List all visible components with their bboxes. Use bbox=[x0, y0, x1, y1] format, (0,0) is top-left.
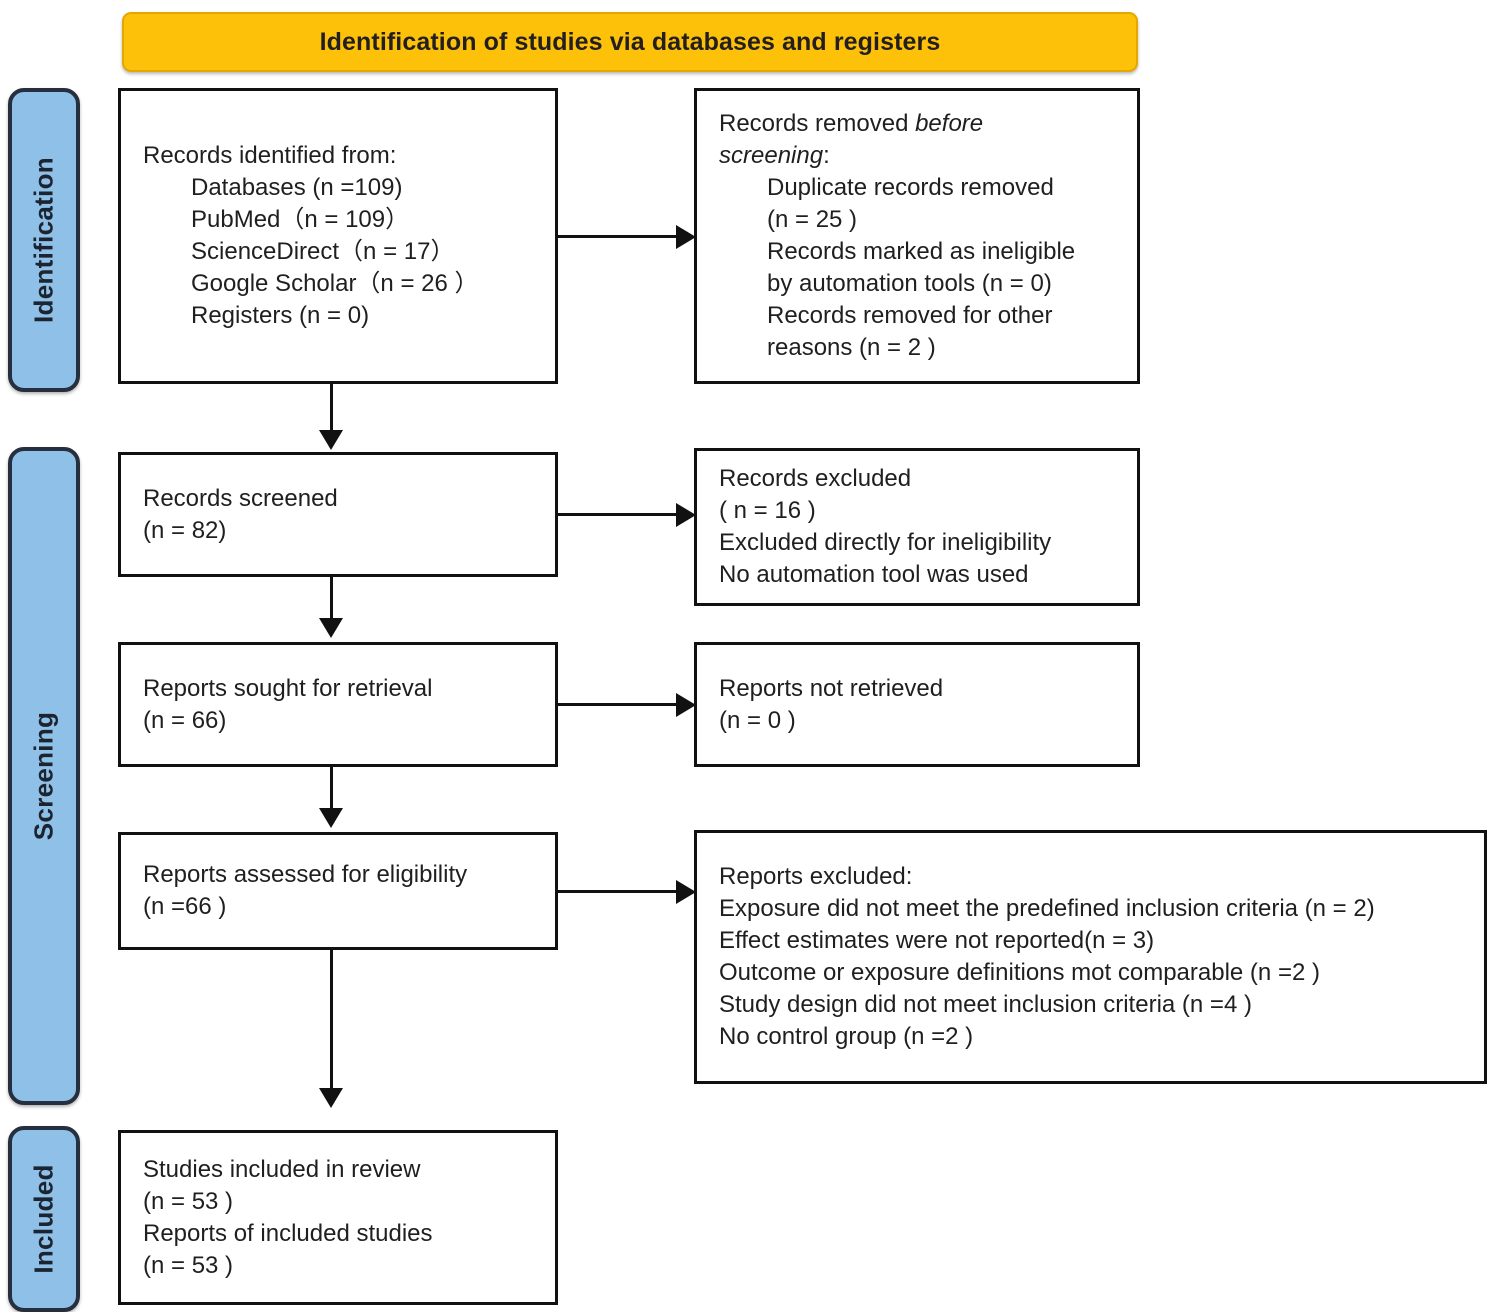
box-studies-included-content: Studies included in review (n = 53 ) Rep… bbox=[143, 1154, 541, 1282]
box-reports-assessed: Reports assessed for eligibility (n =66 … bbox=[118, 832, 558, 950]
box-records-identified: Records identified from: Databases (n =1… bbox=[118, 88, 558, 384]
stage-rail-identification: Identification bbox=[8, 88, 80, 392]
box-reports-not-retrieved-content: Reports not retrieved (n = 0 ) bbox=[719, 673, 1123, 737]
box-records-excluded-content: Records excluded ( n = 16 ) Excluded dir… bbox=[719, 463, 1123, 591]
text-line: (n = 0 ) bbox=[719, 706, 796, 734]
box-records-identified-content: Records identified from: Databases (n =1… bbox=[143, 140, 541, 332]
box-reports-sought: Reports sought for retrieval (n = 66) bbox=[118, 642, 558, 767]
text-line: ( n = 16 ) bbox=[719, 497, 816, 524]
text-line: ScienceDirect（n = 17） bbox=[191, 238, 455, 265]
text-line: Databases (n =109) bbox=[191, 174, 403, 201]
text-line: (n = 25 ) bbox=[767, 206, 858, 233]
text-line: by automation tools (n = 0) bbox=[767, 270, 1052, 297]
text-line: (n =66 ) bbox=[143, 893, 227, 920]
text-line: Records screened bbox=[143, 484, 338, 512]
text-line: Records removed before bbox=[719, 108, 1123, 140]
connector-line bbox=[558, 235, 682, 238]
text-line: Reports of included studies bbox=[143, 1219, 433, 1247]
text-line: Studies included in review bbox=[143, 1155, 421, 1183]
text-line: (n = 53 ) bbox=[143, 1251, 234, 1279]
box-records-excluded: Records excluded ( n = 16 ) Excluded dir… bbox=[694, 448, 1140, 606]
text-line: No control group (n =2 ) bbox=[719, 1023, 974, 1050]
box-reports-assessed-content: Reports assessed for eligibility (n =66 … bbox=[143, 859, 541, 923]
text-line: No automation tool was used bbox=[719, 561, 1029, 588]
stage-label-included: Included bbox=[28, 1164, 59, 1274]
box-reports-sought-content: Reports sought for retrieval (n = 66) bbox=[143, 673, 541, 737]
arrow-assessed-to-excluded bbox=[676, 880, 696, 904]
connector-line bbox=[330, 950, 333, 1092]
box-studies-included: Studies included in review (n = 53 ) Rep… bbox=[118, 1130, 558, 1305]
text-line: PubMed（n = 109） bbox=[191, 206, 410, 233]
arrow-screened-to-sought bbox=[319, 618, 343, 638]
text-line: Reports excluded: bbox=[719, 863, 913, 890]
text-line: Exposure did not meet the predefined inc… bbox=[719, 895, 1375, 922]
text-line: Records marked as ineligible bbox=[767, 238, 1076, 265]
text-line: Duplicate records removed bbox=[767, 174, 1054, 201]
text-line: Registers (n = 0) bbox=[191, 302, 370, 329]
text-line: Reports sought for retrieval bbox=[143, 674, 433, 702]
text-line: screening: bbox=[719, 140, 1123, 172]
box-records-removed-content: Records removed before screening: Duplic… bbox=[719, 108, 1123, 364]
text-line: Google Scholar（n = 26 ） bbox=[191, 270, 479, 297]
text-line: Excluded directly for ineligibility bbox=[719, 529, 1052, 556]
stage-label-identification: Identification bbox=[28, 157, 59, 323]
text-fragment-italic: before bbox=[915, 110, 984, 137]
text-line: Records identified from: bbox=[143, 142, 397, 169]
arrow-sought-to-not-retrieved bbox=[676, 693, 696, 717]
text-fragment-italic: screening bbox=[719, 142, 824, 169]
section-banner-identification: Identification of studies via databases … bbox=[122, 12, 1138, 72]
connector-line bbox=[330, 577, 333, 622]
arrow-screened-to-excluded bbox=[676, 503, 696, 527]
box-records-screened: Records screened (n = 82) bbox=[118, 452, 558, 577]
box-reports-excluded: Reports excluded: Exposure did not meet … bbox=[694, 830, 1487, 1084]
text-line: (n = 82) bbox=[143, 516, 227, 544]
text-line: Outcome or exposure definitions mot comp… bbox=[719, 959, 1320, 986]
arrow-assessed-to-included bbox=[319, 1088, 343, 1108]
stage-label-screening: Screening bbox=[28, 711, 59, 841]
text-line: Study design did not meet inclusion crit… bbox=[719, 991, 1252, 1018]
stage-rail-included: Included bbox=[8, 1126, 80, 1312]
connector-line bbox=[558, 513, 682, 516]
text-line: (n = 66) bbox=[143, 706, 227, 734]
box-reports-excluded-content: Reports excluded: Exposure did not meet … bbox=[719, 861, 1470, 1053]
text-line: Records excluded bbox=[719, 465, 912, 492]
text-line: (n = 53 ) bbox=[143, 1187, 234, 1215]
connector-line bbox=[558, 890, 682, 893]
text-line: reasons (n = 2 ) bbox=[767, 334, 936, 361]
arrow-identified-to-removed bbox=[676, 225, 696, 249]
text-line: Reports assessed for eligibility bbox=[143, 861, 468, 888]
text-line: Records removed for other bbox=[767, 302, 1053, 329]
arrow-identified-to-screened bbox=[319, 430, 343, 450]
box-records-removed: Records removed before screening: Duplic… bbox=[694, 88, 1140, 384]
connector-line bbox=[558, 703, 682, 706]
connector-line bbox=[330, 767, 333, 812]
text-fragment: : bbox=[823, 142, 830, 169]
text-line: Reports not retrieved bbox=[719, 674, 944, 702]
text-fragment: Records removed bbox=[719, 110, 916, 137]
text-line: Effect estimates were not reported(n = 3… bbox=[719, 927, 1155, 954]
box-reports-not-retrieved: Reports not retrieved (n = 0 ) bbox=[694, 642, 1140, 767]
connector-line bbox=[330, 384, 333, 434]
stage-rail-screening: Screening bbox=[8, 447, 80, 1105]
box-records-screened-content: Records screened (n = 82) bbox=[143, 483, 541, 547]
banner-title: Identification of studies via databases … bbox=[319, 27, 941, 56]
arrow-sought-to-assessed bbox=[319, 808, 343, 828]
